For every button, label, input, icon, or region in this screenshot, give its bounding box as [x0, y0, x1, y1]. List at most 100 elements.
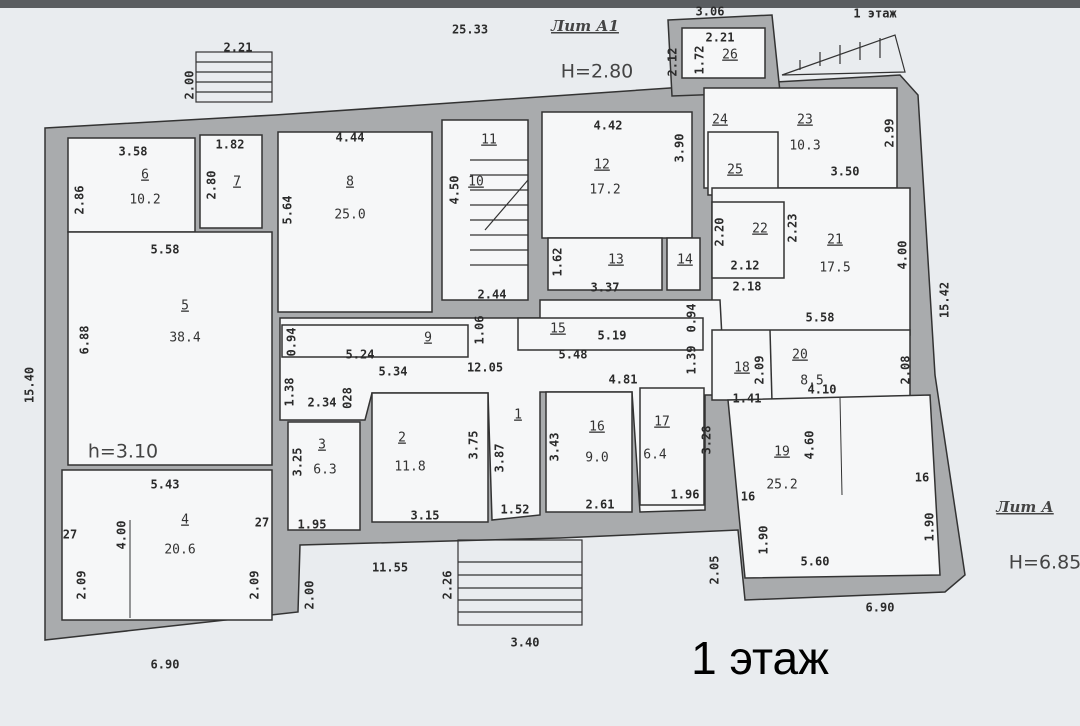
dimension-label: 2.12 — [666, 48, 680, 77]
dimension-label: 3.87 — [493, 444, 507, 473]
dimension-label: 4.60 — [803, 431, 817, 460]
room-number: 24 — [712, 113, 728, 128]
room-13 — [547, 237, 663, 291]
room-9 — [281, 324, 469, 358]
room-number: 20 — [792, 348, 808, 363]
dimension-label: 4.10 — [808, 383, 837, 397]
room-number: 26 — [722, 48, 738, 63]
photo-edge — [0, 0, 1080, 8]
dimension-label: 27 — [255, 516, 269, 530]
dimension-label: 1.62 — [551, 248, 565, 277]
room-area: 25.2 — [766, 478, 797, 493]
dimension-label: 2.26 — [441, 571, 455, 600]
dimension-label: 4.42 — [594, 119, 623, 133]
room-number: 18 — [734, 361, 750, 376]
dimension-label: 16 — [741, 490, 755, 504]
room-22 — [711, 201, 785, 279]
dimension-label: 2.00 — [183, 71, 197, 100]
dimension-label: 2.05 — [708, 556, 722, 585]
dimension-label: 0.94 — [285, 328, 299, 357]
room-6 — [67, 137, 196, 233]
dimension-label: 4.44 — [336, 131, 365, 145]
room-number: 23 — [797, 113, 813, 128]
room-number: 2 — [398, 431, 406, 446]
dimension-label: 6.88 — [78, 326, 92, 355]
dimension-label: 25.33 — [452, 23, 488, 37]
dimension-label: 5.48 — [559, 348, 588, 362]
room-number: 1 — [514, 408, 522, 423]
rooms — [61, 27, 941, 621]
room-16 — [545, 391, 633, 513]
dimension-label: 6.90 — [866, 601, 895, 615]
dimension-label: 5.43 — [151, 478, 180, 492]
dimension-label: 2.21 — [706, 31, 735, 45]
dimension-label: 3.25 — [291, 448, 305, 477]
dimension-label: 4.00 — [115, 521, 129, 550]
dimension-label: 15.42 — [938, 282, 952, 318]
dimension-label: 3.15 — [411, 509, 440, 523]
room-number: 3 — [318, 438, 326, 453]
dimension-label: 5.58 — [806, 311, 835, 325]
dimension-label: 1.90 — [757, 526, 771, 555]
dimension-label: 4.00 — [896, 241, 910, 270]
dimension-label: 11.55 — [372, 561, 408, 575]
room-3 — [287, 421, 361, 531]
room-area: 11.8 — [394, 460, 425, 475]
room-area: 25.0 — [334, 208, 365, 223]
dimension-label: 3.37 — [591, 281, 620, 295]
room-14 — [666, 237, 701, 291]
dimension-label: 5.58 — [151, 243, 180, 257]
room-number: 11 — [481, 133, 497, 148]
room-area: 6.3 — [313, 463, 336, 478]
dimension-label: 3.40 — [511, 636, 540, 650]
room-number: 16 — [589, 420, 605, 435]
room-number: 8 — [346, 175, 354, 190]
room-number: 13 — [608, 253, 624, 268]
dimension-label: 2.34 — [308, 396, 337, 410]
stairs — [195, 34, 906, 626]
room-area: 10.3 — [789, 139, 820, 154]
room-number: 21 — [827, 233, 843, 248]
dimension-label: 1.39 — [685, 346, 699, 375]
dimension-label: 028 — [341, 387, 355, 409]
dimension-label: 5.60 — [801, 555, 830, 569]
dimension-label: 5.24 — [346, 348, 375, 362]
room-2 — [371, 392, 489, 523]
room-18-20 — [711, 329, 911, 401]
dimension-label: 1.06 — [473, 316, 487, 345]
dimension-label: 2.21 — [224, 41, 253, 55]
room-number: 25 — [727, 163, 743, 178]
dimension-label: 2.00 — [303, 581, 317, 610]
dimension-label: 2.20 — [713, 218, 727, 247]
dimension-label: 4.81 — [609, 373, 638, 387]
room-number: 12 — [594, 158, 610, 173]
dimension-label: 27 — [63, 528, 77, 542]
room-area: 38.4 — [169, 331, 200, 346]
room-15 — [517, 317, 704, 351]
room-number: 19 — [774, 445, 790, 460]
room-25 — [707, 131, 779, 196]
floor-label-small: 1 этаж — [853, 7, 897, 21]
room-number: 22 — [752, 222, 768, 237]
dimension-label: 16 — [915, 471, 929, 485]
dimension-label: 1.38 — [283, 378, 297, 407]
room-8 — [277, 131, 433, 313]
room-19 — [727, 394, 941, 579]
dimension-label: 5.64 — [281, 196, 295, 225]
room-number: 4 — [181, 513, 189, 528]
room-number: 5 — [181, 299, 189, 314]
room-7 — [199, 134, 263, 229]
dimension-label: 3.06 — [696, 5, 725, 19]
dimension-label: 1.52 — [501, 503, 530, 517]
dimension-label: 15.40 — [23, 367, 37, 403]
dimension-label: 2.80 — [205, 171, 219, 200]
room-area: 8.5 — [800, 374, 823, 389]
dimension-label: 3.58 — [119, 145, 148, 159]
dimension-label: 2.23 — [786, 214, 800, 243]
room-17 — [639, 387, 705, 506]
room-12 — [541, 111, 693, 239]
dimension-label: 2.44 — [478, 288, 507, 302]
room-area: 17.5 — [819, 261, 850, 276]
room-10-11 — [441, 119, 529, 301]
room-number: 14 — [677, 253, 693, 268]
